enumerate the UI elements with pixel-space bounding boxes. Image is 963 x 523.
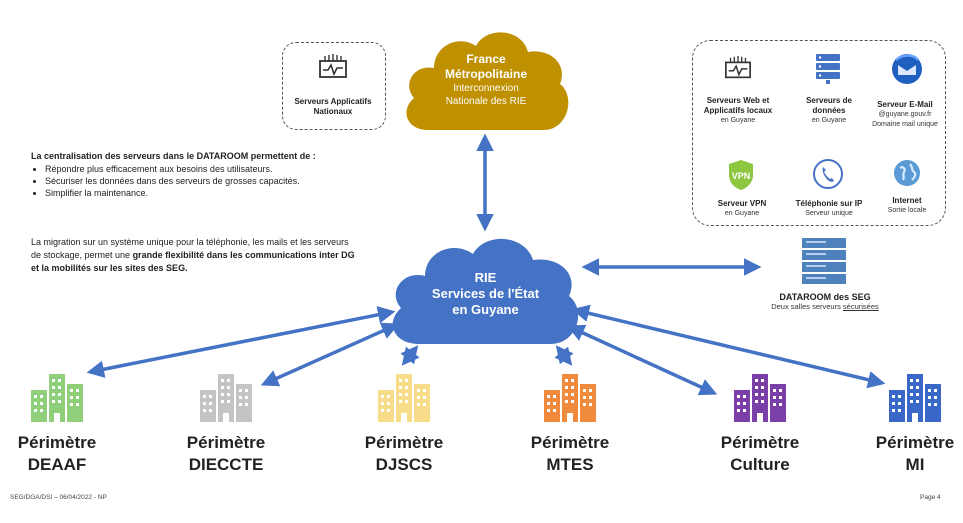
- services-box: [692, 40, 946, 226]
- service-vpn-title: Serveur VPN: [717, 199, 767, 208]
- svg-text:VPN: VPN: [732, 171, 751, 181]
- building-icon: [31, 374, 83, 422]
- dataroom-sub: Deux salles serveurs sécurisées: [760, 302, 890, 312]
- footer-right: Page 4: [920, 494, 941, 501]
- rie-title: RIE: [474, 270, 497, 285]
- perimeter-label-line1: Périmètre: [530, 433, 610, 452]
- centralisation-bullet: Répondre plus efficacement aux besoins d…: [45, 163, 371, 175]
- centralisation-heading: La centralisation des serveurs dans le D…: [31, 151, 316, 161]
- france-sub-1: Interconnexion: [453, 83, 519, 94]
- national-servers-text: Serveurs Applicatifs Nationaux: [294, 97, 372, 116]
- migration-text-bold: grande flexibilité dans les communicatio…: [31, 250, 355, 273]
- arrow-dieccte: [260, 322, 400, 387]
- perimeter-label-line2: MI: [905, 455, 925, 474]
- rie-sub-2: en Guyane: [452, 302, 519, 317]
- perimeter-label-line1: Périmètre: [875, 433, 955, 452]
- service-web-title: Serveurs Web et Applicatifs locaux: [703, 96, 773, 115]
- perimeter-label-line1: Périmètre: [186, 433, 266, 452]
- perimeter-label-line1: Périmètre: [17, 433, 97, 452]
- building-icon: [200, 374, 252, 422]
- service-web-sub: en Guyane: [720, 117, 756, 124]
- phone-icon: [813, 159, 843, 189]
- france-title-1: France: [466, 52, 506, 66]
- dataroom-sub-prefix: Deux salles serveurs: [771, 302, 843, 311]
- perimeter-label-line2: DIECCTE: [188, 455, 264, 474]
- service-voip-title: Téléphonie sur IP: [795, 199, 863, 208]
- dataroom-title: DATAROOM des SEG: [779, 292, 871, 302]
- service-vpn-sub: en Guyane: [724, 210, 760, 217]
- rie-cloud-label: RIE Services de l'État en Guyane: [393, 270, 578, 318]
- perimeter-label-line1: Périmètre: [720, 433, 800, 452]
- rie-cloud-shape: [392, 238, 579, 344]
- perimeter-label-line2: DEAAF: [27, 455, 87, 474]
- web-server-icon: [725, 55, 751, 79]
- internet-globe-icon: [894, 160, 920, 186]
- service-email-sub: @guyane.gouv.fr Domaine mail unique: [872, 111, 938, 128]
- migration-text-regular: La migration sur un système unique pour …: [31, 237, 349, 260]
- service-voip-sub: Serveur unique: [805, 210, 853, 217]
- service-vpn: Serveur VPN en Guyane: [706, 199, 778, 219]
- dataroom-server-icon: [802, 238, 846, 284]
- service-data: Serveurs de données en Guyane: [800, 96, 858, 126]
- migration-text: La migration sur un système unique pour …: [31, 236, 361, 275]
- service-web: Serveurs Web et Applicatifs locaux en Gu…: [697, 96, 779, 126]
- france-sub-2: Nationale des RIE: [445, 96, 527, 107]
- service-data-sub: en Guyane: [811, 117, 847, 124]
- service-data-title: Serveurs de données: [806, 96, 852, 115]
- rie-sub-1: Services de l'État: [431, 286, 540, 301]
- national-servers-box: [282, 42, 386, 130]
- service-email: Serveur E-Mail @guyane.gouv.fr Domaine m…: [866, 100, 944, 130]
- building-icon: [889, 374, 941, 422]
- service-email-title: Serveur E-Mail: [877, 100, 933, 109]
- dataroom-sub-underlined: sécurisées: [842, 302, 879, 311]
- building-icon: [378, 374, 430, 422]
- perimeter-label-line2: DJSCS: [375, 455, 433, 474]
- arrow-djscs: [400, 345, 420, 366]
- database-server-icon: [816, 54, 840, 84]
- france-cloud-label: France Métropolitaine Interconnexion Nat…: [408, 52, 564, 108]
- france-title-2: Métropolitaine: [444, 67, 527, 81]
- arrow-mi: [571, 304, 886, 389]
- centralisation-bullet: Sécuriser les données dans des serveurs …: [45, 175, 371, 187]
- centralisation-text: La centralisation des serveurs dans le D…: [31, 150, 371, 199]
- national-servers-label: Serveurs Applicatifs Nationaux: [286, 97, 380, 117]
- arrow-deaaf: [86, 306, 396, 378]
- perimeter-label-line2: Culture: [730, 455, 790, 474]
- service-internet: Internet Sortie locale: [878, 196, 936, 216]
- service-internet-title: Internet: [892, 196, 922, 205]
- email-icon: [892, 54, 922, 84]
- building-icon: [734, 374, 786, 422]
- dataroom-label: DATAROOM des SEG Deux salles serveurs sé…: [760, 292, 890, 312]
- service-voip: Téléphonie sur IP Serveur unique: [788, 199, 870, 219]
- building-icon: [544, 374, 596, 422]
- server-monitor-icon: [319, 54, 347, 78]
- perimeter-label-line1: Périmètre: [364, 433, 444, 452]
- footer-left: SEG/DGA/DSI – 06/04/2022 - NP: [10, 494, 107, 501]
- france-cloud-shape: [406, 32, 569, 131]
- service-internet-sub: Sortie locale: [887, 207, 927, 214]
- centralisation-bullet: Simplifier la maintenance.: [45, 187, 371, 199]
- centralisation-list: Répondre plus efficacement aux besoins d…: [31, 163, 371, 199]
- perimeter-label-line2: MTES: [546, 455, 594, 474]
- vpn-shield-icon: VPN: [729, 160, 753, 190]
